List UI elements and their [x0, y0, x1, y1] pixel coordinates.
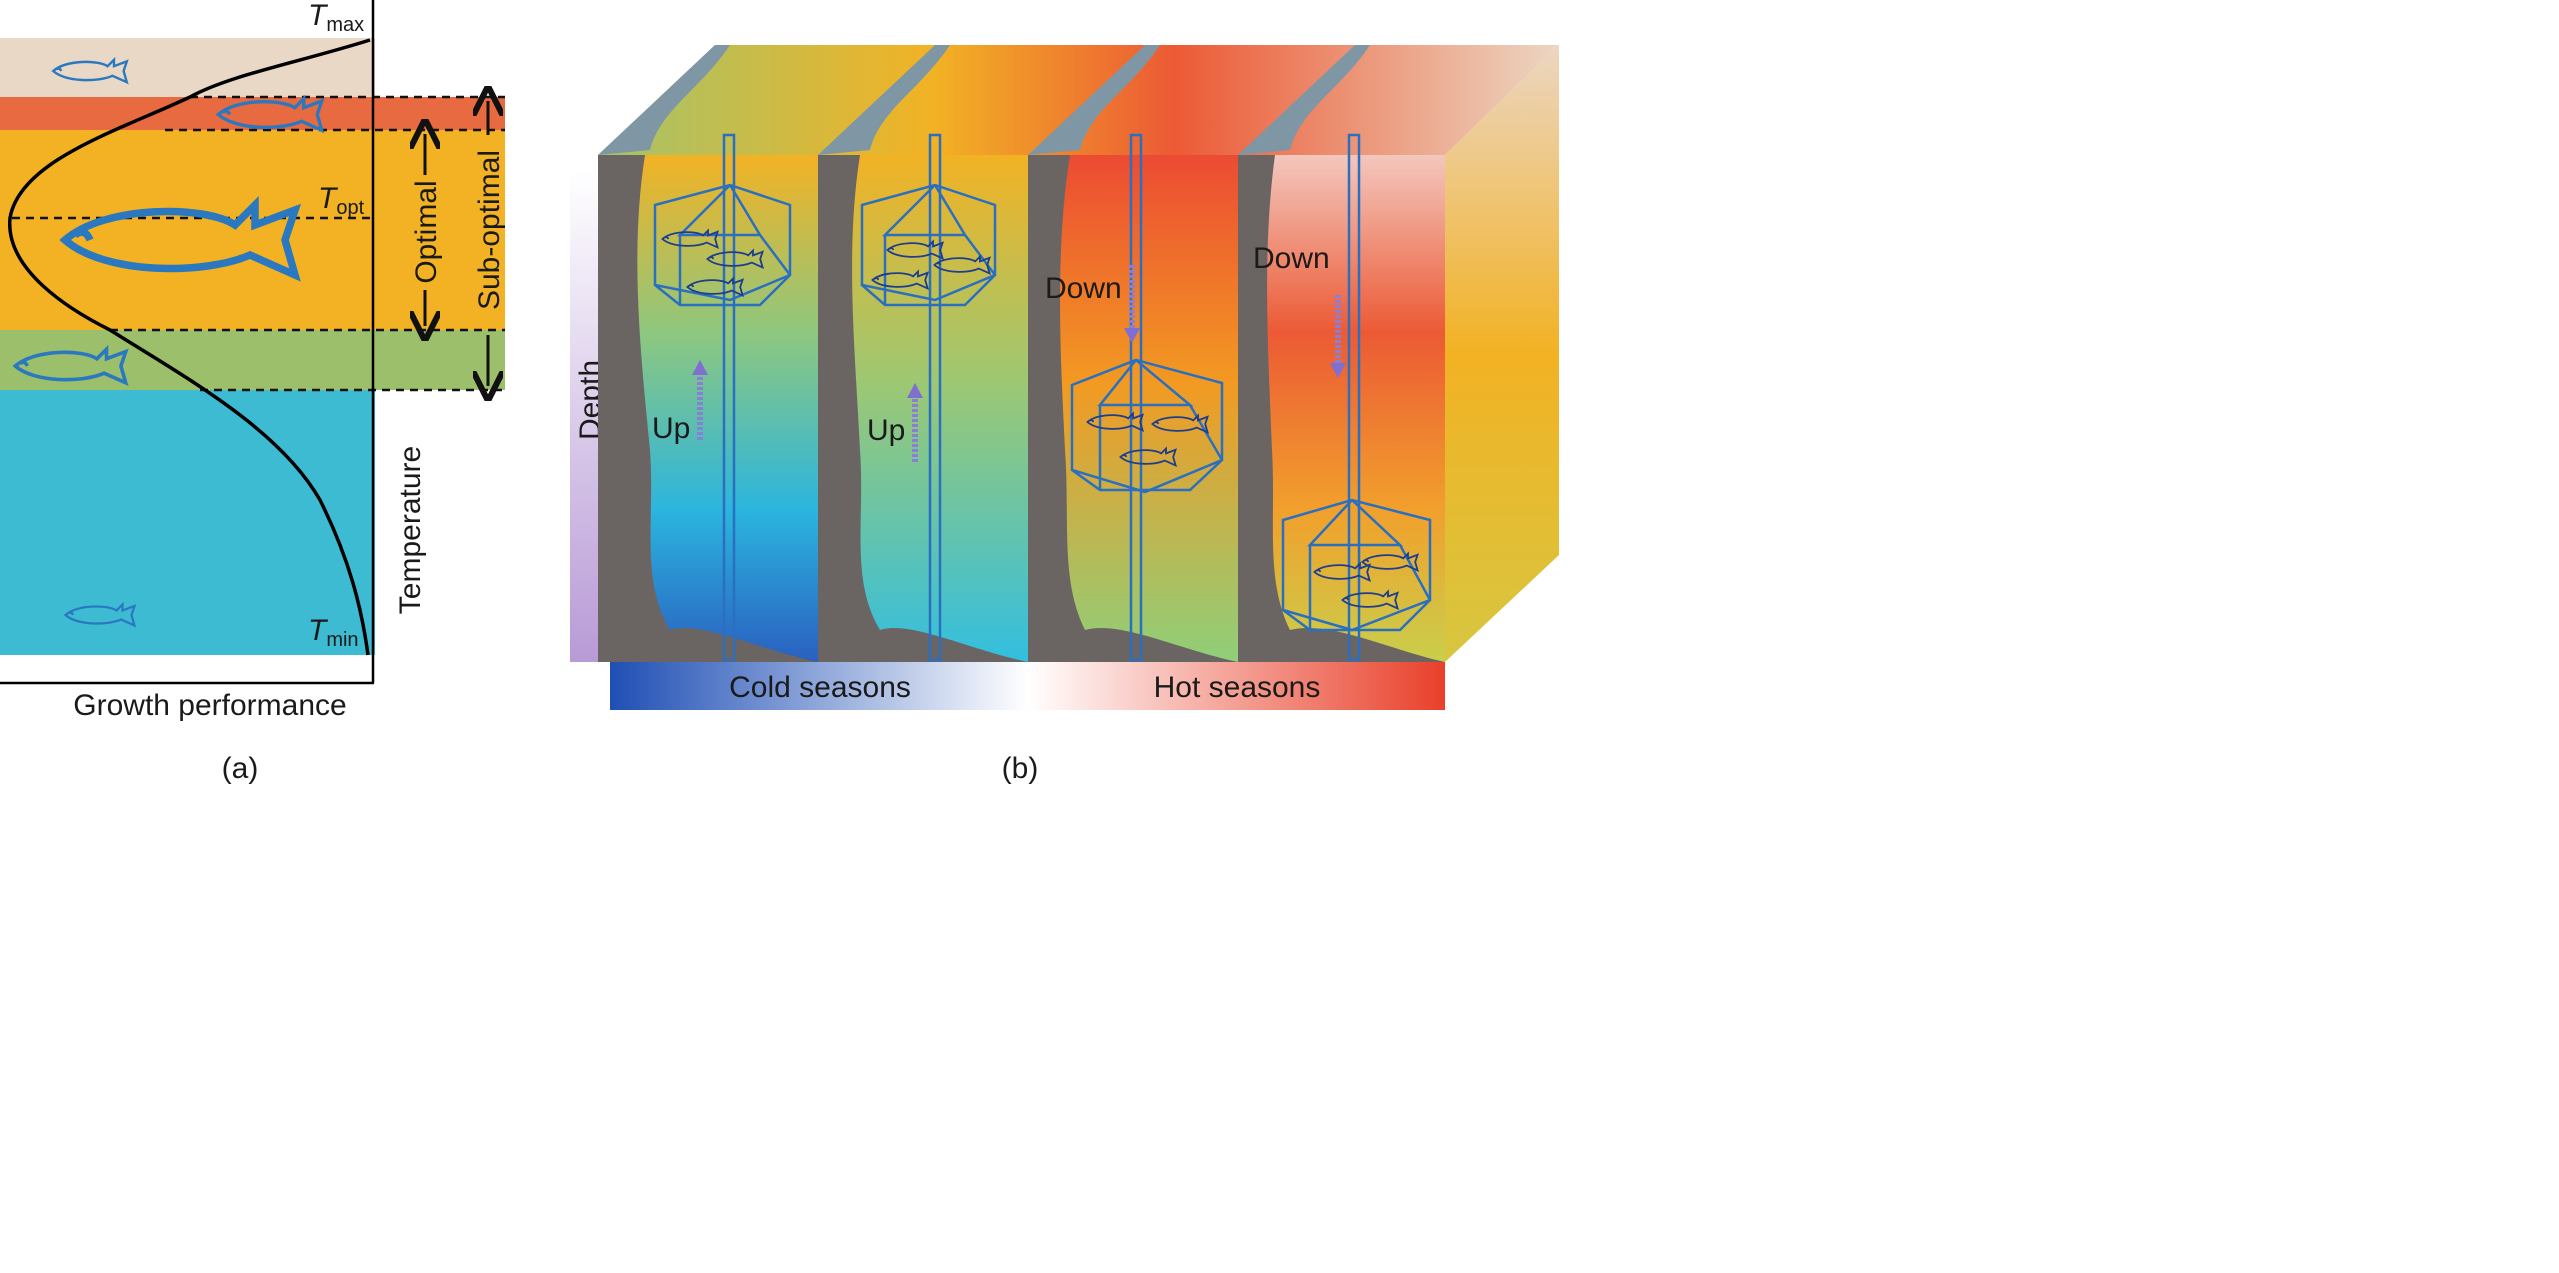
panel-a-growth-curve: Tmax Topt Tmin Optimal Sub-optimal Tempe…	[0, 0, 506, 785]
caption-b: (b)	[1002, 752, 1039, 785]
label-t-opt: Topt	[318, 182, 365, 219]
label-down-2: Down	[1253, 242, 1330, 275]
water-surface-top	[598, 45, 1559, 155]
cage-4	[1281, 133, 1432, 662]
label-t-min: Tmin	[308, 614, 359, 651]
band-cold	[0, 390, 375, 655]
growth-curve	[8, 38, 371, 656]
up-arrow-1	[692, 360, 708, 440]
y-axis-label-temperature: Temperature	[394, 446, 427, 614]
label-cold-seasons: Cold seasons	[729, 671, 911, 704]
caption-a: (a)	[222, 752, 259, 785]
label-sub-optimal: Sub-optimal	[473, 150, 506, 310]
side-face	[1445, 45, 1559, 662]
band-too-hot	[0, 38, 375, 97]
shore-outlines	[598, 45, 1370, 155]
depth-gradient-bar	[570, 170, 598, 662]
panel-b-cage-depth: Depth	[570, 45, 1559, 785]
label-down-1: Down	[1045, 272, 1122, 305]
cage-2	[860, 133, 997, 662]
down-arrow-1	[1124, 265, 1140, 343]
shore-walls	[598, 155, 1445, 662]
down-arrow-2	[1330, 295, 1346, 378]
cold-seasons-bar	[610, 662, 1028, 710]
cage-3	[1070, 133, 1224, 662]
label-t-max: Tmax	[308, 0, 364, 36]
up-arrow-2	[907, 383, 923, 462]
label-up-2: Up	[867, 414, 905, 447]
label-up-1: Up	[652, 412, 690, 445]
cage-1	[653, 133, 792, 662]
label-optimal: Optimal	[410, 180, 443, 283]
label-hot-seasons: Hot seasons	[1154, 671, 1321, 704]
hot-seasons-bar	[1028, 662, 1445, 710]
x-axis-label-growth: Growth performance	[73, 689, 346, 722]
